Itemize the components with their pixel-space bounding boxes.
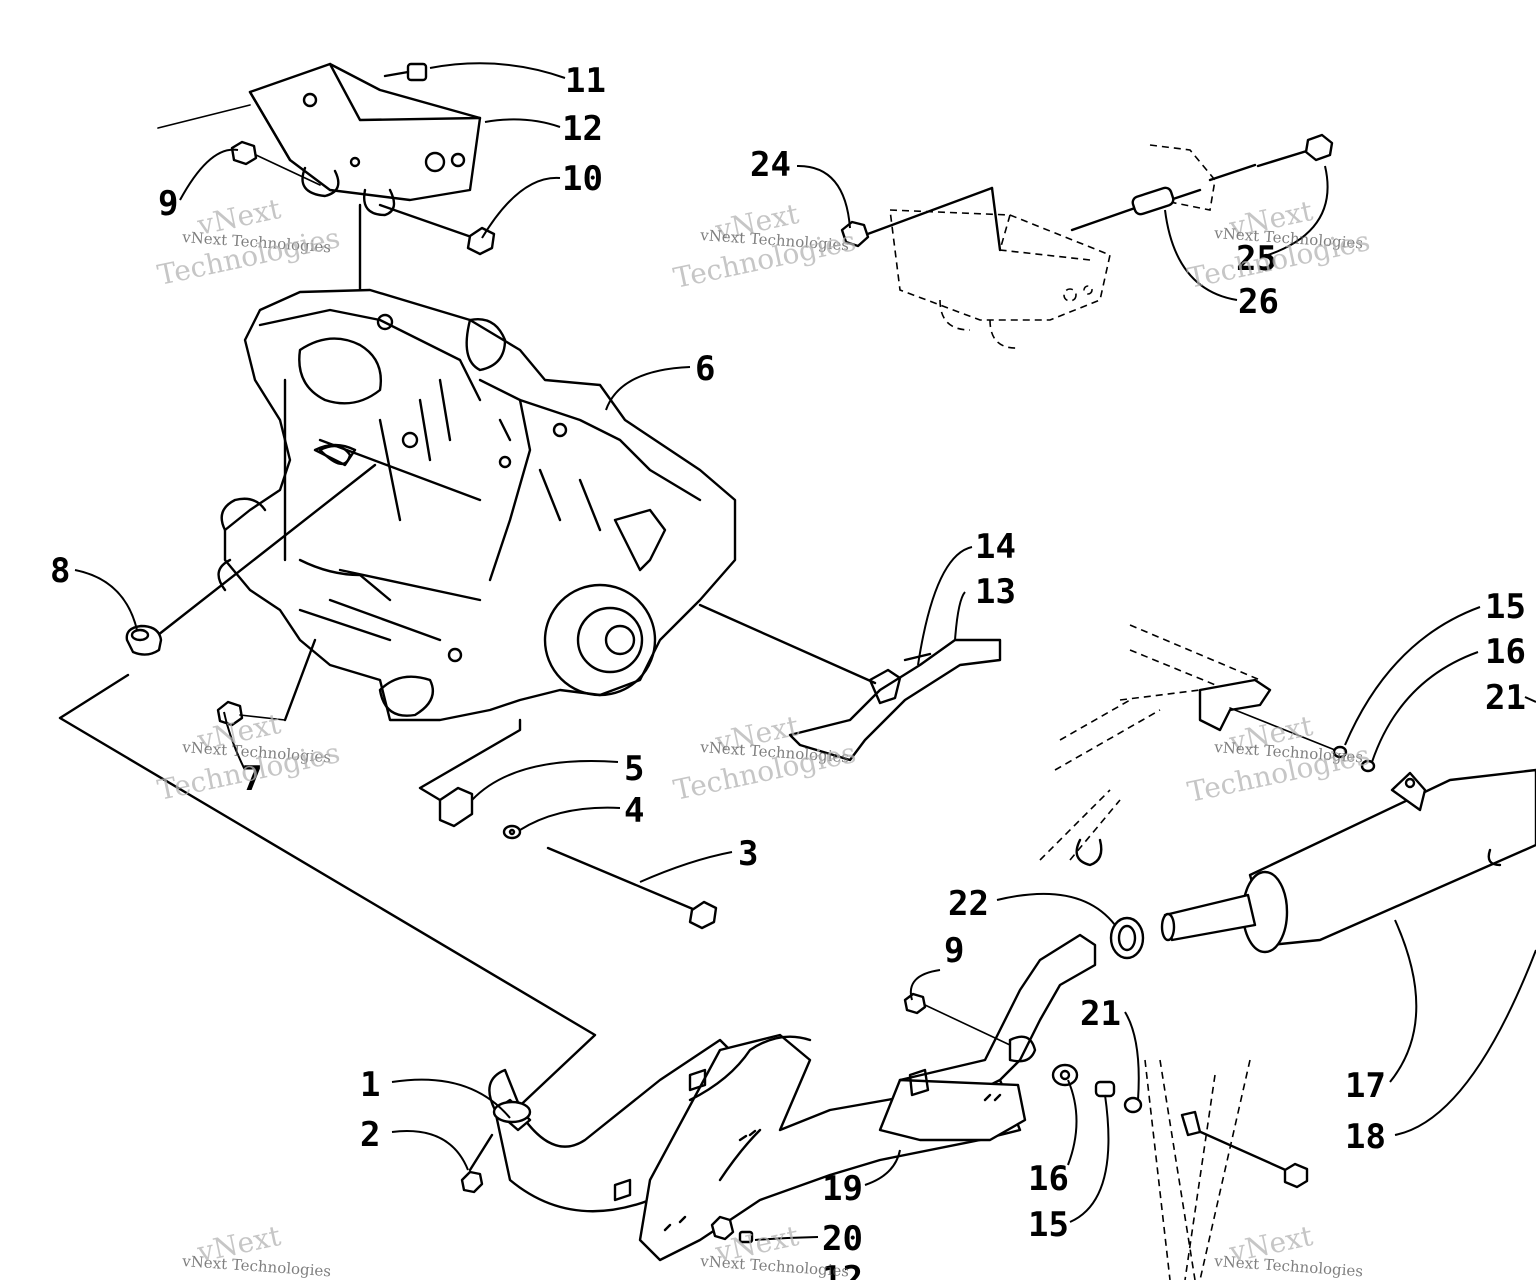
bolt-10 [378, 203, 496, 256]
callout-21-lower: 21 [1080, 994, 1121, 1034]
callout-6: 6 [695, 349, 715, 389]
callout-11: 11 [565, 61, 606, 101]
callout-9-upper: 9 [158, 184, 178, 224]
bolt-11 [383, 62, 428, 82]
washer-4 [502, 824, 522, 840]
nut-7 [216, 638, 317, 727]
callout-3: 3 [738, 834, 758, 874]
callout-22: 22 [948, 884, 989, 924]
callout-4: 4 [624, 791, 644, 831]
nut-9-lower [903, 992, 1011, 1046]
watermark-line: vNext Technologies [181, 1252, 332, 1280]
washers-15-16-upper [1332, 745, 1376, 773]
frame-line [58, 673, 597, 1117]
frame-phantom [1039, 624, 1336, 867]
bolt-25 [1256, 133, 1334, 168]
fastener-20 [710, 1215, 754, 1244]
callout-12: 12 [562, 109, 603, 149]
engine-mount-bracket [157, 62, 482, 217]
leader-lines [74, 62, 1536, 1241]
callout-numbers: 11 12 10 9 24 25 26 6 8 7 5 4 3 14 13 15… [50, 61, 1526, 1280]
nut-9-upper [230, 140, 321, 186]
bushing-5 [438, 786, 474, 828]
callout-12-bottom: 12 [822, 1259, 863, 1280]
bolt-18 [1144, 1059, 1309, 1280]
callout-21-upper: 21 [1485, 678, 1526, 718]
bolt-2 [460, 1133, 494, 1194]
brake-pedal [698, 603, 1002, 762]
mount-line-8 [125, 463, 377, 656]
bushing-16-lower [1051, 1063, 1079, 1087]
callout-14: 14 [975, 527, 1016, 567]
callout-24: 24 [750, 145, 791, 185]
callout-7: 7 [242, 759, 262, 799]
bushing-26 [1131, 186, 1175, 216]
bolt-3 [546, 846, 718, 930]
callout-15-upper: 15 [1485, 587, 1526, 627]
callout-15-lower: 15 [1028, 1205, 1069, 1245]
callout-17: 17 [1345, 1066, 1386, 1106]
callout-8: 8 [50, 551, 70, 591]
watermark-line: vNext Technologies [1213, 1252, 1364, 1280]
callout-5: 5 [624, 749, 644, 789]
callout-9-lower: 9 [944, 931, 964, 971]
mount-bracket-phantom [863, 144, 1257, 349]
clamp-22 [1109, 916, 1145, 960]
muffler [1160, 768, 1536, 954]
nut-24 [840, 220, 870, 248]
callout-19: 19 [822, 1169, 863, 1209]
callout-2: 2 [360, 1115, 380, 1155]
callout-16-upper: 16 [1485, 632, 1526, 672]
callout-26: 26 [1238, 282, 1279, 322]
callout-25: 25 [1236, 239, 1277, 279]
callout-13: 13 [975, 572, 1016, 612]
callout-16-lower: 16 [1028, 1159, 1069, 1199]
exhaust-pipe [488, 933, 1097, 1262]
spacer-15-lower [1094, 1080, 1116, 1098]
washer-21-lower [1123, 1096, 1143, 1114]
callout-18: 18 [1345, 1117, 1386, 1157]
engine-assembly [217, 203, 737, 722]
callout-1: 1 [360, 1065, 380, 1105]
callout-10: 10 [562, 159, 603, 199]
callout-20: 20 [822, 1219, 863, 1259]
